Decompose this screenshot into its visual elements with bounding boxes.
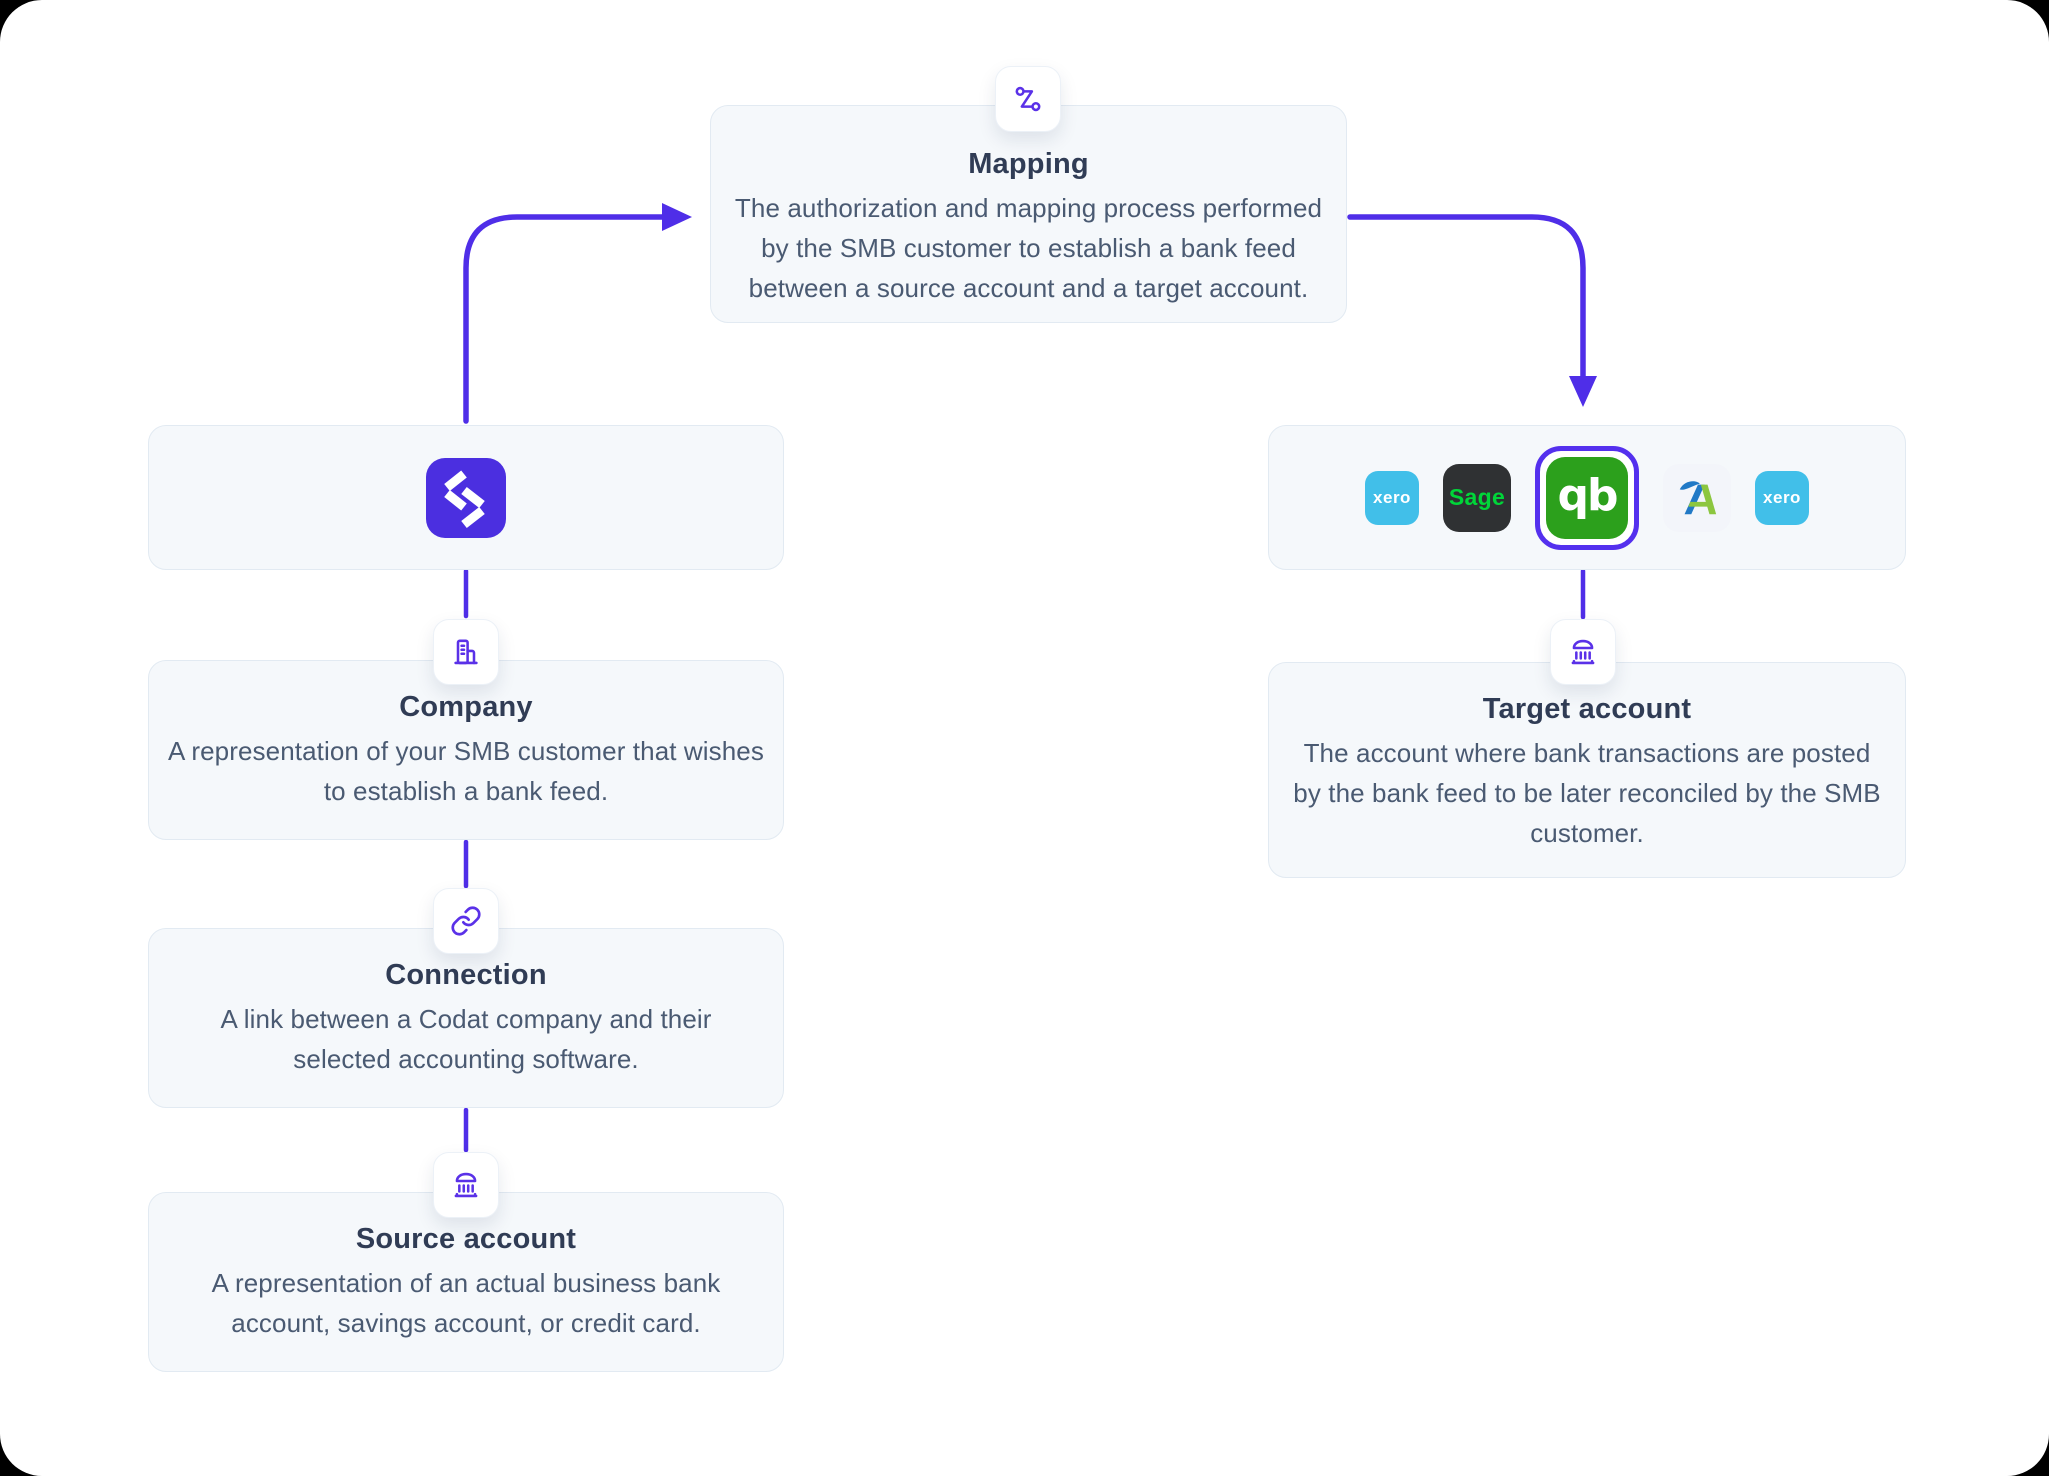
- integrations-box: xero Sage qb xero: [1268, 425, 1906, 570]
- source-account-title: Source account: [355, 1223, 577, 1255]
- company-title: Company: [399, 691, 533, 723]
- bank-icon: [454, 1172, 478, 1198]
- freeagent-icon: [1679, 480, 1717, 514]
- sage-logo: Sage: [1443, 463, 1511, 532]
- xero-logo: xero: [1755, 470, 1809, 525]
- connection-title: Connection: [385, 959, 547, 991]
- xero-logo: xero: [1365, 470, 1419, 525]
- target-account-icon-card: [1550, 619, 1616, 685]
- building-icon: [454, 639, 478, 665]
- company-card: Company A representation of your SMB cus…: [148, 660, 784, 840]
- quickbooks-label: qb: [1557, 469, 1619, 521]
- sage-label: Sage: [1448, 484, 1506, 510]
- arrow-mapping-to-integrations: [1347, 214, 1586, 381]
- connection-icon-card: [433, 888, 499, 954]
- mapping-card: Mapping The authorization and mapping pr…: [710, 105, 1347, 323]
- arrow-codat-to-mapping: [463, 214, 667, 424]
- source-account-icon-card: [433, 1152, 499, 1218]
- connection-description: A link between a Codat company and their…: [220, 1004, 712, 1074]
- connection-card: Connection A link between a Codat compan…: [148, 928, 784, 1108]
- mapping-icon-card: [995, 66, 1061, 132]
- mapping-description: The authorization and mapping process pe…: [734, 193, 1323, 303]
- company-icon-card: [433, 619, 499, 685]
- quickbooks-logo-highlighted: qb: [1535, 445, 1639, 550]
- link-icon: [451, 906, 481, 936]
- bank-icon: [1571, 639, 1595, 665]
- target-account-description: The account where bank transactions are …: [1293, 738, 1881, 848]
- freeagent-logo: [1663, 463, 1731, 532]
- xero-label: xero: [1373, 487, 1411, 507]
- company-description: A representation of your SMB customer th…: [168, 736, 764, 806]
- quickbooks-logo: qb: [1546, 456, 1628, 539]
- source-account-description: A representation of an actual business b…: [211, 1268, 721, 1338]
- target-account-card: Target account The account where bank tr…: [1268, 662, 1906, 878]
- mapping-title: Mapping: [968, 148, 1089, 180]
- arrowhead-down: [1569, 376, 1597, 407]
- route-icon: [1015, 86, 1041, 112]
- source-account-card: Source account A representation of an ac…: [148, 1192, 784, 1372]
- codat-logo: [426, 457, 506, 538]
- target-account-title: Target account: [1482, 693, 1692, 725]
- xero-label: xero: [1763, 487, 1801, 507]
- arrowhead-right: [662, 203, 692, 231]
- codat-brand-box: [148, 425, 784, 570]
